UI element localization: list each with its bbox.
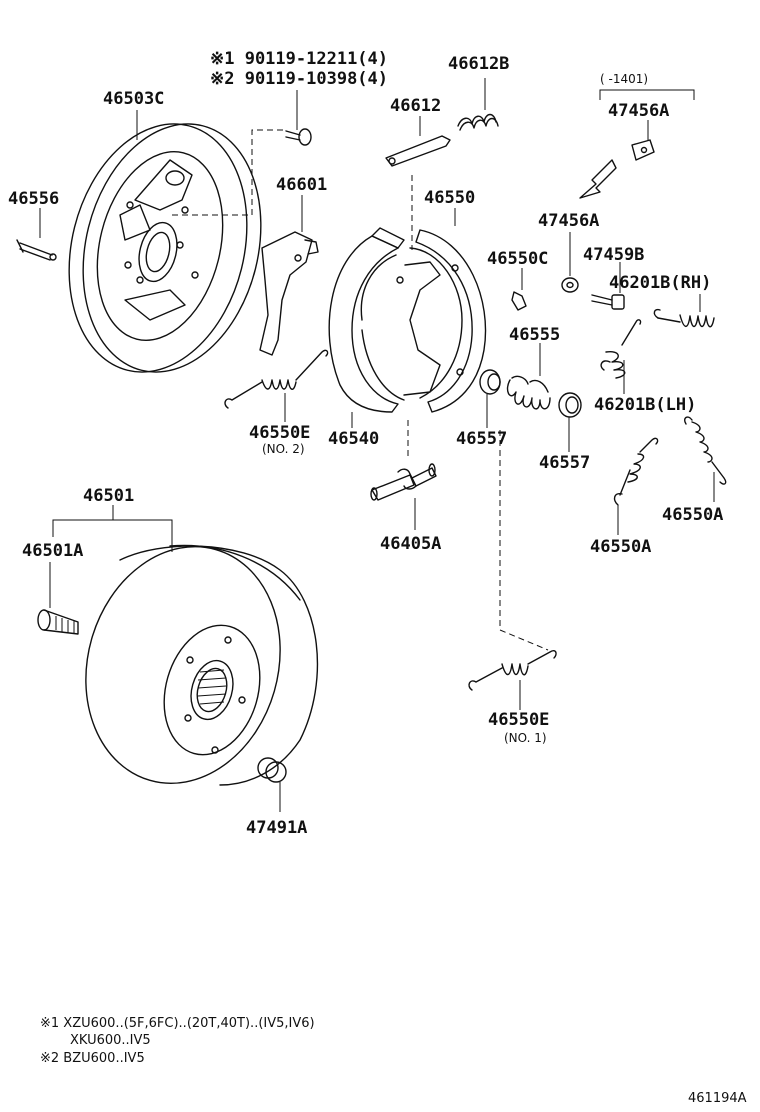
clip-47456A-top[interactable] [631,139,655,161]
label-46550C: 46550C [487,249,548,269]
label-no1: (NO. 1) [504,731,547,745]
adjuster-46405A[interactable] [370,463,437,501]
label-46501A: 46501A [22,541,83,561]
strut-46612[interactable] [385,135,451,167]
label-46540: 46540 [328,429,379,449]
label-46501: 46501 [83,486,134,506]
label-46555: 46555 [509,325,560,345]
bracket-47456A-range [599,89,695,100]
label-46556: 46556 [8,189,59,209]
clip-46550C[interactable] [511,291,527,311]
label-bolt2: ※2 90119-10398(4) [210,69,388,89]
label-46550: 46550 [424,188,475,208]
spring-46555[interactable] [506,375,551,410]
label-47459B: 47459B [583,245,644,265]
label-47491A: 47491A [246,818,307,838]
footnote-1b: XKU600..IV5 [70,1033,151,1048]
parking-lever-46601[interactable] [259,231,319,356]
label-46201B-RH: 46201B(RH) [609,273,711,293]
cup-46557-a[interactable] [479,369,501,395]
plug-47491A[interactable] [257,757,287,783]
cup-46557-b[interactable] [558,392,582,418]
diagram-id: 461194A [688,1091,747,1106]
label-47456A: 47456A [538,211,599,231]
label-46550A-left: 46550A [590,537,651,557]
label-46405A: 46405A [380,534,441,554]
spring-46612B[interactable] [457,113,499,131]
label-no2: (NO. 2) [262,442,305,456]
hub-bolt-46501A[interactable] [37,609,79,635]
label-46503C: 46503C [103,89,164,109]
label-range: ( -1401) [600,72,648,86]
washer-47456A[interactable] [561,277,579,293]
backing-plate-46503C[interactable] [44,105,286,391]
label-46612B: 46612B [448,54,509,74]
footnote-1a: ※1 XZU600..(5F,6FC)..(20T,40T)..(IV5,IV6… [40,1016,315,1031]
label-46612: 46612 [390,96,441,116]
spring-46550E-no1[interactable] [468,649,557,691]
label-46557-b: 46557 [539,453,590,473]
label-46201B-LH: 46201B(LH) [594,395,696,415]
brake-shoe-46550[interactable] [396,229,487,413]
spring-46550A-right[interactable] [683,416,727,485]
arrow-icon [579,159,617,199]
spring-46550E-no2[interactable] [224,349,329,409]
label-46550A-right: 46550A [662,505,723,525]
bolt-47459B[interactable] [591,294,625,310]
label-46557-a: 46557 [456,429,507,449]
brake-shoe-46540[interactable] [328,227,405,413]
label-47456A-top: 47456A [608,101,669,121]
bolt-90119[interactable] [285,128,312,146]
label-46601: 46601 [276,175,327,195]
label-46550E-no1: 46550E [488,710,549,730]
bolt-46556[interactable] [16,239,57,261]
spring-46201B-RH[interactable] [653,308,715,328]
brake-drum-46501[interactable] [59,523,319,806]
footnote-2: ※2 BZU600..IV5 [40,1051,145,1066]
spring-46550A-left[interactable] [613,437,659,506]
label-46550E-no2: 46550E [249,423,310,443]
label-bolt1: ※1 90119-12211(4) [210,49,388,69]
spring-46201B-LH[interactable] [600,319,642,379]
